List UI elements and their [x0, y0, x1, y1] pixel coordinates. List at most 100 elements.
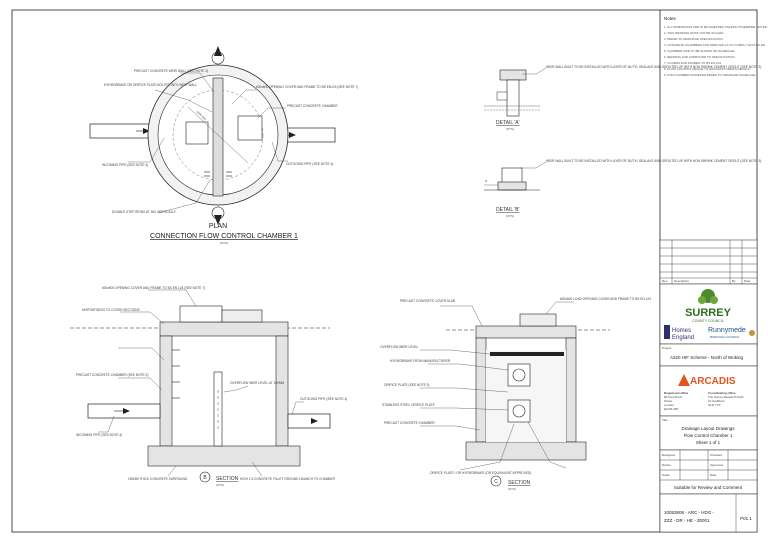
detail-b-title: DETAIL 'B' [496, 207, 520, 213]
section-c-callout-cover-slab: PRECAST CONCRETE COVER SLAB [400, 299, 455, 303]
section-c-callout-overflow: OVERFLOW WEIR LEVEL [380, 345, 418, 349]
client-logo-main: SURREY [685, 307, 732, 319]
sheet-title-1: Drainage Layout Drawings [681, 426, 735, 431]
office-2-line-1: The Surrey Research Park [708, 395, 744, 399]
section-b-callout-outgoing: OUTGOING PIPE (SEE NOTE 4) [300, 397, 347, 401]
meta-designed-label: Designed [662, 453, 675, 457]
svg-text:1500 DIA: 1500 DIA [195, 110, 207, 121]
title-label: Title [662, 418, 668, 422]
project-label: Project [662, 346, 672, 350]
sheet-border [11, 9, 758, 533]
rev-header-date: Date [744, 279, 751, 283]
drawing-number-2: ZZZ - DR - HE - 30001 [664, 518, 710, 523]
arcadis-logo-icon [678, 374, 690, 386]
sheet-title-box: Title Drainage Layout Drawings Flow Cont… [659, 415, 758, 451]
client-logos: SURREY COUNTY COUNCIL Homes England Runn… [659, 283, 758, 345]
project-box: Project A320 HIF Scheme - North of Wokin… [659, 343, 758, 367]
hydrobrake-plan [185, 121, 209, 145]
partner-1: Homes [672, 328, 691, 334]
rev-header-rev: Rev [662, 279, 668, 283]
plan-callout-step-irons: DOUBLE STEP IRONS AT 300 VERTICALLY [112, 210, 177, 214]
svg-text:R: R [485, 179, 488, 183]
access-opening-plan [237, 115, 263, 141]
consultant-name: ARCADIS [690, 376, 736, 387]
partner-1b: England [672, 335, 694, 341]
section-c-scale: (NTS) [508, 487, 516, 491]
note-3: 3. REFER TO DRAINAGE SPECIFICATION. [664, 37, 724, 41]
plan-scale: (NTS) [220, 241, 228, 245]
partner-2b: BOROUGH COUNCIL [710, 335, 740, 339]
section-c-callout-chamber: PRECAST CONCRETE CHAMBER [384, 421, 435, 425]
status-text: Suitable for Review and Comment [674, 485, 743, 490]
plan-callout-outgoing: OUTGOING PIPE (SEE NOTE 4) [286, 162, 333, 166]
section-b-callout-cover: 600x600 OPENING COVER AND FRAME TO BS EN… [102, 286, 205, 290]
detail-b-scale: (NTS) [506, 214, 514, 218]
homes-england-mark-icon [664, 325, 670, 339]
revision-code: P01.1 [740, 516, 752, 521]
section-c-callout-hydrobrake: HYDROBRAKE FROM MANUFACTURER [390, 359, 451, 363]
drawing-number-1: 10053808 - ARC - HDG - [664, 510, 715, 515]
note-8: 8. FLOW CONTROL DEVICE TO MANUFACTURER'S… [664, 67, 751, 71]
note-1: 1. ALL DIMENSIONS ARE IN MILLIMETRES UNL… [664, 25, 768, 29]
section-c-callout-cover: 600x600 LOAD OPENING COVER AND FRAME TO … [560, 297, 651, 301]
section-b-callout-incoming: INCOMING PIPE (SEE NOTE 4) [76, 433, 122, 437]
section-c-callout-orifice: ORIFICE PLATE (SEE NOTE 3) [384, 383, 429, 387]
rev-header-description: Description [674, 279, 689, 283]
plan-callout-incoming: INCOMING PIPE (SEE NOTE 4) [102, 163, 148, 167]
meta-scale-label: Scale [662, 473, 670, 477]
meta-checked-label: Checked [710, 453, 722, 457]
consultant-box: ARCADIS Registered office 80 Fenchurch S… [659, 365, 758, 417]
section-c: PRECAST CONCRETE COVER SLAB 600x600 LOAD… [380, 297, 651, 491]
section-c-callout-steel-plate: STAINLESS STEEL ORIFICE PLATE [382, 403, 435, 407]
project-name: A320 HIF Scheme - North of Woking [670, 355, 743, 360]
section-c-title: SECTION [508, 480, 531, 486]
meta-drawn-label: Drawn [662, 463, 671, 467]
sheet-title-2: Flow Control Chamber 1 [684, 433, 733, 438]
detail-b-callout: WEIR WALL BUILT TO BE INSTALLED WITH LAY… [546, 159, 761, 163]
detail-b: R WEIR WALL BUILT TO BE INSTALLED WITH L… [484, 159, 761, 218]
office-2-line-2: 10 Guildford [708, 399, 725, 403]
section-b-callout-overflow: OVERFLOW WEIR LEVEL AT 100MM [230, 381, 284, 385]
meta-approved-label: Approved [710, 463, 723, 467]
note-5: 5. CHAMBER SIZE TO BE SHOWN ON SCHEDULE. [664, 49, 735, 53]
detail-a-callout: WEIR WALL BUILT TO BE INSTALLED WITH LAY… [546, 65, 761, 69]
drawing-number-box: 10053808 - ARC - HDG - ZZZ - DR - HE - 3… [659, 493, 758, 533]
office-2-line-3: GU2 7YP [708, 403, 721, 407]
section-marker-top [211, 46, 225, 75]
section-b-callout-surround: 150MM THICK CONCRETE SURROUND [128, 477, 188, 481]
notes-panel: Notes 1. ALL DIMENSIONS ARE IN MILLIMETR… [664, 16, 768, 77]
note-9: 9. FOR CHAMBER DIAMETER REFER TO DRAINAG… [664, 73, 756, 77]
rev-header-by: By [732, 279, 736, 283]
section-b-callout-chamber: PRECAST CONCRETE CHAMBER (SEE NOTE 3) [76, 373, 148, 377]
notes-heading: Notes [664, 16, 677, 21]
sheet-title-3: Sheet 1 of 1 [696, 440, 721, 445]
section-b: 600x600 OPENING COVER AND FRAME TO BS EN… [70, 286, 347, 487]
section-b-mark: B [203, 475, 207, 481]
section-b-callout-mortar: MORTAR BEDS TO COVER SECTIONS [82, 308, 140, 312]
section-b-title: SECTION [216, 476, 239, 482]
client-logo-sub: COUNTY COUNCIL [692, 319, 723, 323]
meta-grid: Designed Checked Drawn Approved Scale Da… [659, 449, 758, 495]
note-6: 6. BEDDING AND SURROUND TO SPECIFICATION… [664, 55, 736, 59]
plan-callout-chamber: PRECAST CONCRETE CHAMBER [287, 104, 338, 108]
office-1-line-1: 80 Fenchurch [664, 395, 683, 399]
office-1-line-3: London [664, 403, 674, 407]
section-c-mark: C [494, 479, 498, 485]
plan-callout-hydrobrake: HYDROBRAKE OR ORIFICE PLATE BOLTED INTO … [104, 83, 197, 87]
office-1-heading: Registered office [664, 391, 689, 395]
note-7: 7. COVERS AND FRAMES TO BS EN 124. [664, 61, 722, 65]
runnymede-crest-icon [749, 330, 755, 336]
office-1-line-4: EC3M 4BY [664, 407, 679, 411]
detail-a: WEIR WALL BUILT TO BE INSTALLED WITH LAY… [484, 65, 761, 131]
revisions-table: Rev Description By Date [659, 239, 758, 285]
meta-date-label: Date [710, 473, 717, 477]
note-2: 2. THIS DRAWING MUST NOT BE SCALED. [664, 31, 724, 35]
plan-callout-weir-wall: PRECAST CONCRETE WEIR WALL (SEE NOTE 3) [134, 69, 208, 73]
partner-2: Runnymede [708, 327, 746, 334]
section-b-callout-fillet: HIGH 1:3 CONCRETE FILLET GROUND HAUNCH T… [240, 477, 336, 481]
plan-label: PLAN [209, 223, 227, 230]
plan-view: 1500 DIA PRECAST CONCRETE WEIR WALL (SEE… [89, 46, 358, 245]
weir-wall-plan [212, 77, 224, 197]
detail-a-scale: (NTS) [506, 127, 514, 131]
